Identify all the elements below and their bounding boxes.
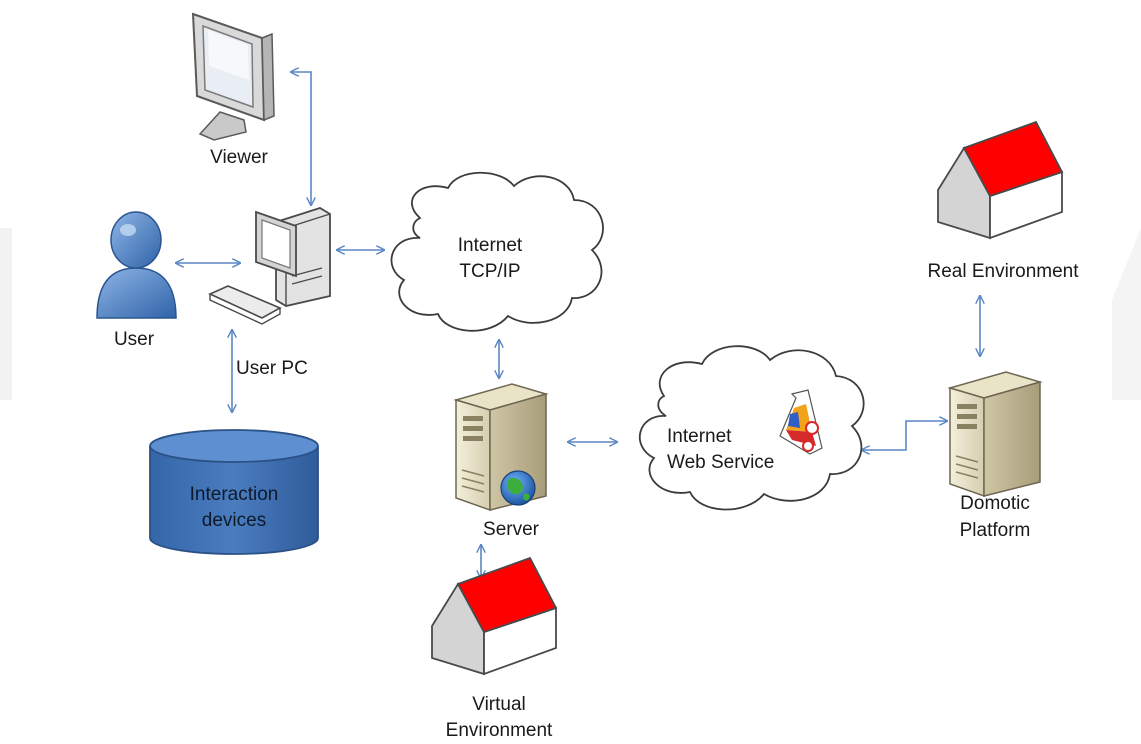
user-icon [96,211,177,319]
domotic-platform-line2: Platform [959,520,1031,541]
internet-tcpip-label: Internet TCP/IP [458,233,522,285]
virtual-environment-label: Virtual Environment [446,692,553,744]
server-label: Server [483,519,539,540]
domotic-platform-line1: Domotic [960,493,1030,514]
house-icon [431,556,558,676]
user-pc-label: User PC [236,358,308,379]
interaction-devices-line2: devices [201,510,267,531]
interaction-devices-line1: Interaction [189,484,279,505]
real-environment-label: Real Environment [927,261,1079,282]
watermark-shapes [0,228,1141,400]
interaction-devices-label: Interaction devices [149,482,319,534]
virtual-environment-line1: Virtual [472,694,526,715]
internet-web-service-line2: Web Service [667,452,775,473]
virtual-environment-line2: Environment [445,720,553,741]
cloud-icon [638,345,865,511]
house-icon [937,120,1064,240]
globe-icon [500,470,536,506]
gear-paint-icon [779,389,823,455]
monitor-icon [191,12,275,141]
server-tower-icon [947,371,1043,498]
domotic-platform-label: Domotic Platform [960,490,1031,544]
database-cylinder-icon [149,429,319,555]
arrow-viewer-userpc [291,72,311,205]
internet-tcpip-line1: Internet [457,235,523,256]
desktop-pc-icon [208,207,331,325]
user-label: User [113,329,155,350]
connector-arrows [176,72,980,578]
cloud-icon [390,171,604,332]
internet-tcpip-line2: TCP/IP [459,261,521,282]
arrow-webservice-domotic [862,421,947,450]
internet-web-service-line1: Internet [667,426,732,447]
viewer-label: Viewer [210,147,268,168]
internet-web-service-label: Internet Web Service [667,424,774,476]
